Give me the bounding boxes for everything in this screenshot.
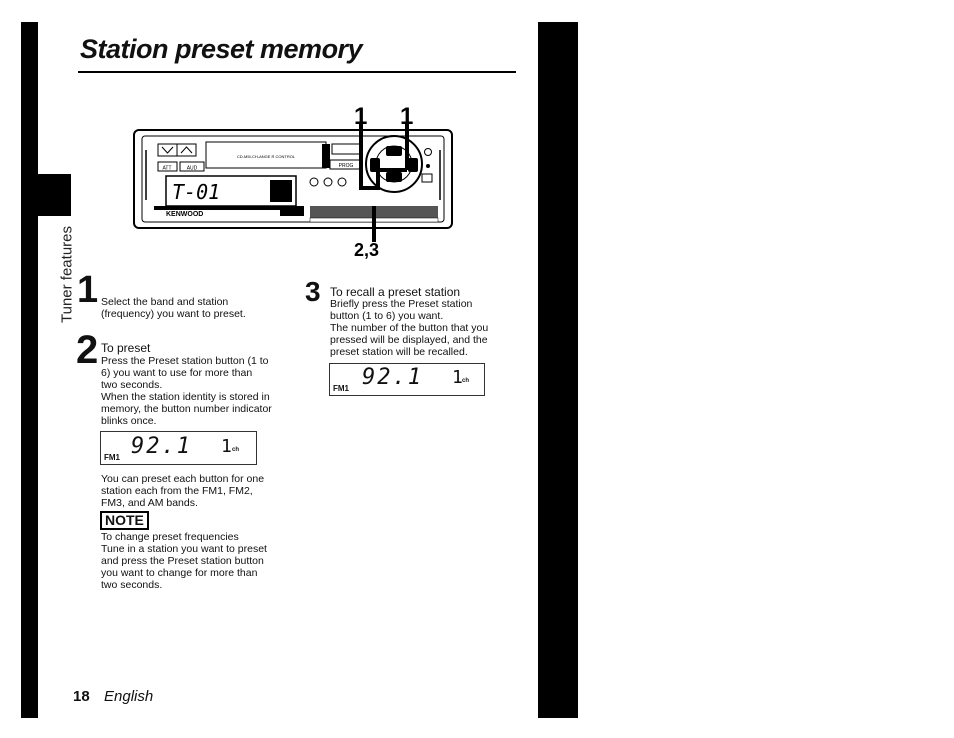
display-text: T-01 — [172, 180, 220, 204]
step-3-heading: To recall a preset station — [330, 285, 461, 299]
knob-3 — [337, 177, 347, 187]
step-1-text: Select the band and station (frequency) … — [101, 296, 246, 320]
note-line: two seconds. — [101, 579, 163, 591]
up-arrow-button — [176, 143, 197, 157]
page-title: Station preset memory — [80, 34, 363, 64]
step-3-line: Briefly press the Preset station — [330, 298, 473, 310]
knob-1 — [309, 177, 319, 187]
knob-2 — [323, 177, 333, 187]
step-3-line: pressed will be displayed, and the — [330, 334, 488, 346]
callout-1-right: 1 — [400, 103, 413, 130]
note-line: Tune in a station you want to preset — [101, 543, 267, 555]
info-line: FM3, and AM bands. — [101, 497, 198, 509]
step-2-number: 2 — [76, 328, 99, 372]
page-language: English — [104, 688, 154, 705]
brand-text: KENWOOD — [166, 211, 203, 218]
step-3-lcd-indicator: 1 — [452, 367, 463, 388]
step-3-lcd: 92.1 FM1 1 ch — [329, 363, 485, 396]
down-arrow-button — [157, 143, 178, 157]
cd-control-label: CD-M5I-CH-ANGE R CONTROL — [237, 154, 296, 159]
note-heading: To change preset frequencies — [101, 531, 239, 543]
step-1-line: (frequency) you want to preset. — [101, 308, 246, 320]
step-3-line: button (1 to 6) you want. — [330, 310, 444, 322]
step-3-text: Briefly press the Preset station button … — [330, 298, 530, 358]
prog-label: PROG — [339, 163, 354, 169]
step-2-line: 6) you want to use for more than — [101, 367, 253, 379]
step-2-lcd-indicator: 1 — [221, 436, 232, 457]
right-border-bar — [538, 22, 578, 718]
step-1-number: 1 — [77, 269, 99, 311]
aud-label: AUD — [187, 166, 198, 172]
step-2-line: When the station identity is stored in — [101, 391, 270, 403]
att-label: ATT — [162, 166, 171, 172]
att-button — [157, 161, 178, 172]
step-2-line: blinks once. — [101, 415, 157, 427]
info-line: You can preset each button for one — [101, 473, 265, 485]
head-unit-diagram: ATT AUD CD-M5I-CH-ANGE R CONTROL T-01 KE… — [133, 103, 453, 260]
callout-1-left: 1 — [354, 103, 367, 130]
step-2-lcd-ch: ch — [232, 447, 240, 453]
title-rule — [78, 71, 516, 73]
page-number: 18 — [73, 688, 90, 705]
step-2-line: memory, the button number indicator — [101, 403, 272, 415]
step-2-heading: To preset — [101, 341, 151, 355]
note-line: you want to change for more than — [101, 567, 258, 579]
callout-2-3: 2,3 — [354, 240, 379, 260]
step-3-line: The number of the button that you — [330, 322, 489, 334]
preset-info-text: You can preset each button for one stati… — [101, 473, 264, 509]
cassette-slot — [205, 141, 327, 169]
step-2-text: Press the Preset station button (1 to 6)… — [101, 355, 301, 427]
step-2-lcd: 92.1 FM1 1 ch — [100, 431, 257, 465]
step-2-lcd-band: FM1 — [104, 453, 120, 462]
step-3-lcd-ch: ch — [462, 378, 470, 384]
step-3-line: preset station will be recalled. — [330, 346, 468, 358]
step-3-lcd-freq: 92.1 — [362, 365, 423, 390]
note-label: NOTE — [100, 511, 149, 530]
info-line: station each from the FM1, FM2, — [101, 485, 253, 497]
side-label-text: Tuner features — [58, 226, 76, 323]
step-3-lcd-band: FM1 — [333, 384, 349, 393]
step-2-line: Press the Preset station button (1 to — [101, 355, 269, 367]
note-line: and press the Preset station button — [101, 555, 264, 567]
aud-button — [179, 161, 205, 172]
step-2-lcd-freq: 92.1 — [131, 434, 192, 459]
left-border-bar — [21, 22, 38, 718]
step-1-line: Select the band and station — [101, 296, 229, 308]
section-tab — [38, 174, 71, 216]
step-3-number: 3 — [305, 276, 321, 307]
step-2-line: two seconds. — [101, 379, 163, 391]
note-text: Tune in a station you want to preset and… — [101, 543, 267, 591]
